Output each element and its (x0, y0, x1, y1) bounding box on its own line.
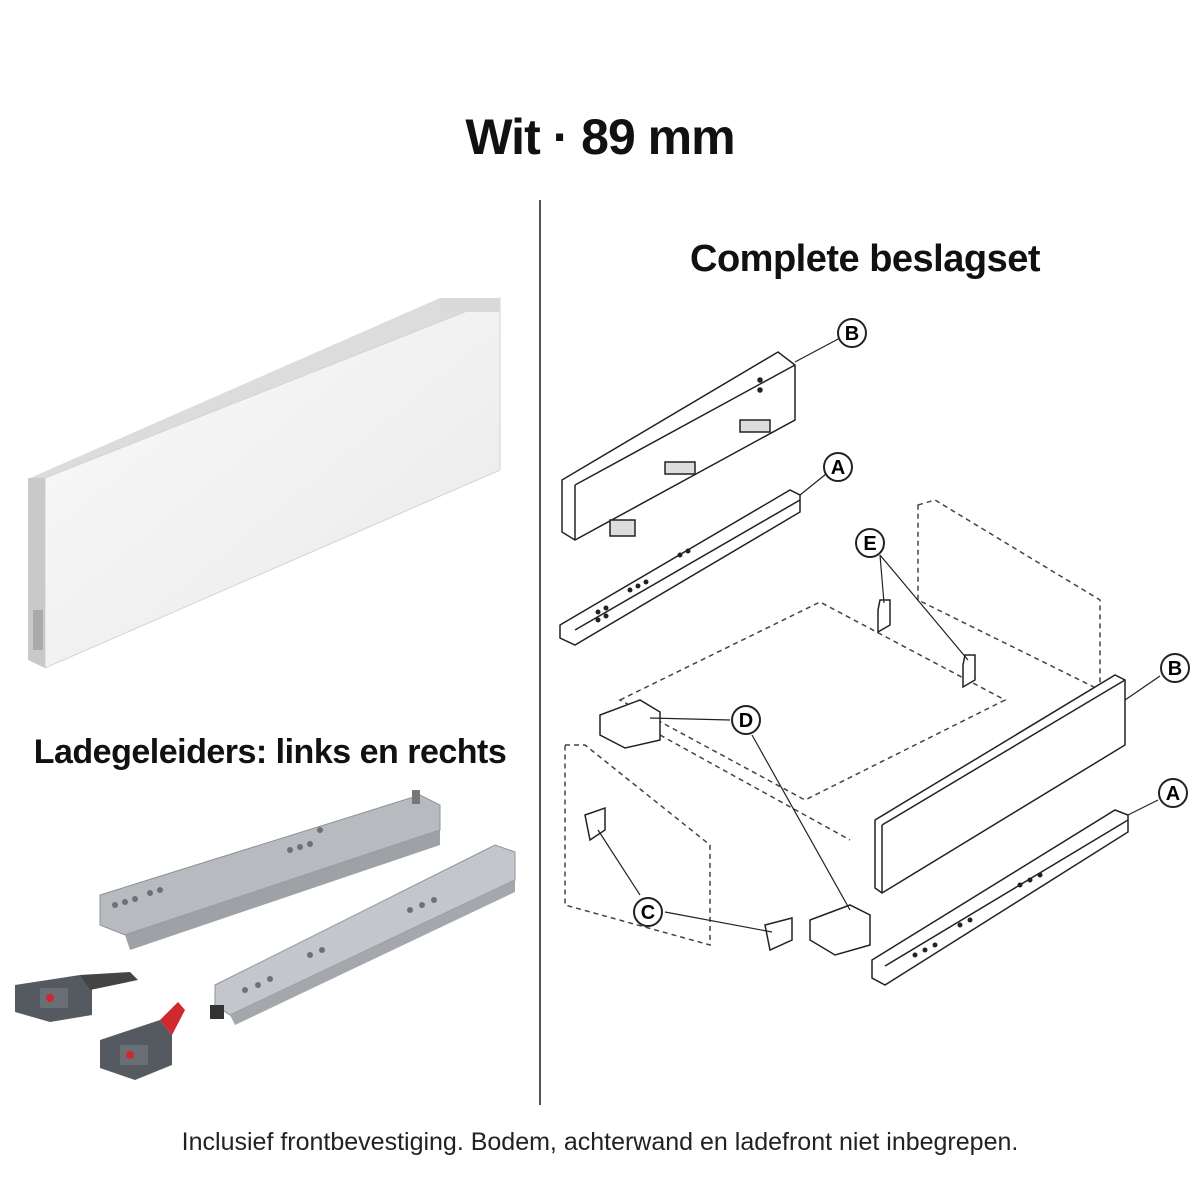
part-d-front-fixings (599, 699, 871, 956)
callout-a-top: A (823, 452, 853, 482)
panel-top-edge (30, 298, 500, 478)
callout-c: C (633, 897, 663, 927)
callout-b-top: B (837, 318, 867, 348)
front-fixing-right (100, 1002, 185, 1080)
page-title: Wit · 89 mm (465, 109, 735, 165)
callout-e: E (855, 528, 885, 558)
runners-illustration (15, 790, 516, 1080)
footer-note: Inclusief frontbevestiging. Bodem, achte… (181, 1128, 1019, 1156)
svg-text:E: E (863, 533, 876, 555)
exploded-assembly-diagram (559, 337, 1161, 986)
svg-text:D: D (739, 710, 753, 732)
part-b-side-panel-top (561, 351, 796, 541)
svg-text:B: B (845, 323, 859, 345)
callout-b-right: B (1160, 653, 1190, 683)
callout-labels: B A E B D A C (633, 318, 1190, 927)
left-heading: Ladegeleiders: links en rechts (33, 733, 507, 771)
panel-profile-groove (33, 610, 43, 650)
panel-back-corner (440, 298, 500, 312)
callout-a-right: A (1158, 778, 1188, 808)
svg-text:C: C (641, 902, 655, 924)
drawer-outline-dashed (564, 499, 1101, 946)
svg-text:A: A (831, 457, 845, 479)
front-fixing-left (15, 972, 138, 1022)
runner-right (210, 844, 516, 1025)
part-a-runner-right (871, 809, 1129, 986)
right-heading: Complete beslagset (690, 238, 1041, 280)
part-b-side-panel-right (874, 674, 1126, 894)
part-a-runner-top (559, 489, 801, 646)
runner-left (99, 790, 441, 950)
drawer-side-panel-illustration (28, 297, 501, 669)
svg-text:B: B (1168, 658, 1182, 680)
part-e-brackets (877, 599, 976, 689)
vertical-divider (539, 200, 541, 1105)
callout-d: D (731, 705, 761, 735)
svg-text:A: A (1166, 783, 1180, 805)
leader-lines (597, 337, 1161, 933)
